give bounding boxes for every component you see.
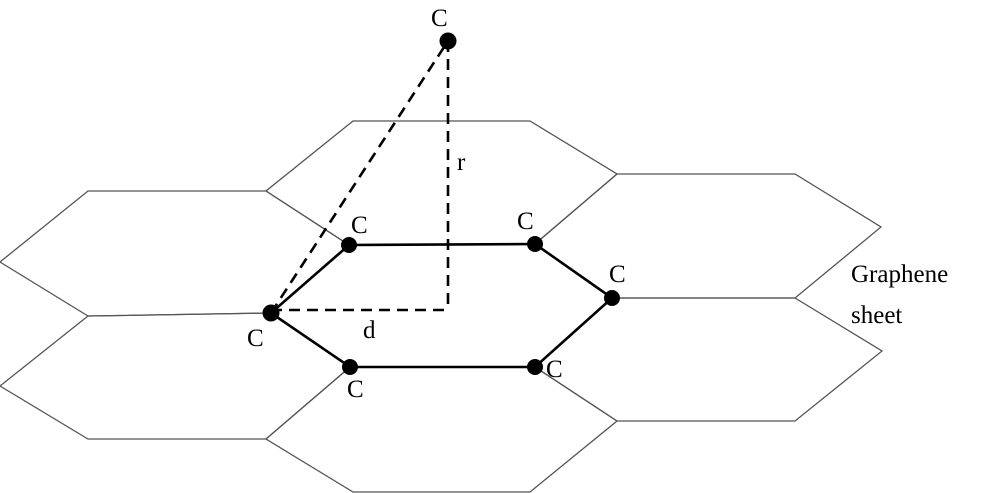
carbon-atom xyxy=(527,236,543,252)
hexagon-bottom xyxy=(264,366,619,493)
atom-label: C xyxy=(609,261,626,288)
dashed-hypotenuse xyxy=(269,40,450,314)
hexagon-top xyxy=(264,120,619,246)
carbon-atom xyxy=(342,359,358,375)
carbon-atom-top xyxy=(439,32,457,50)
carbon-atom xyxy=(527,359,543,375)
hexagon-left-upper xyxy=(0,190,351,317)
graphene-lattice xyxy=(0,120,884,493)
carbon-atom xyxy=(341,237,357,253)
graphene-sheet-label-line1: Graphene xyxy=(851,261,949,288)
dashed-geometry xyxy=(269,40,450,314)
atom-label: C xyxy=(347,376,364,403)
hexagon-right-lower xyxy=(533,297,884,422)
atom-label: C xyxy=(517,208,534,235)
d-label: d xyxy=(363,317,376,344)
r-label: r xyxy=(457,149,466,176)
atom-label: C xyxy=(546,356,563,383)
atom-label: C xyxy=(351,212,368,239)
atom-label-top: C xyxy=(431,5,448,32)
carbon-atom xyxy=(262,304,280,322)
central-hexagon xyxy=(268,242,615,369)
atom-label: C xyxy=(247,325,264,352)
graphene-sheet-label-line2: sheet xyxy=(851,302,903,329)
carbon-atoms xyxy=(262,32,620,375)
carbon-atom xyxy=(604,290,620,306)
